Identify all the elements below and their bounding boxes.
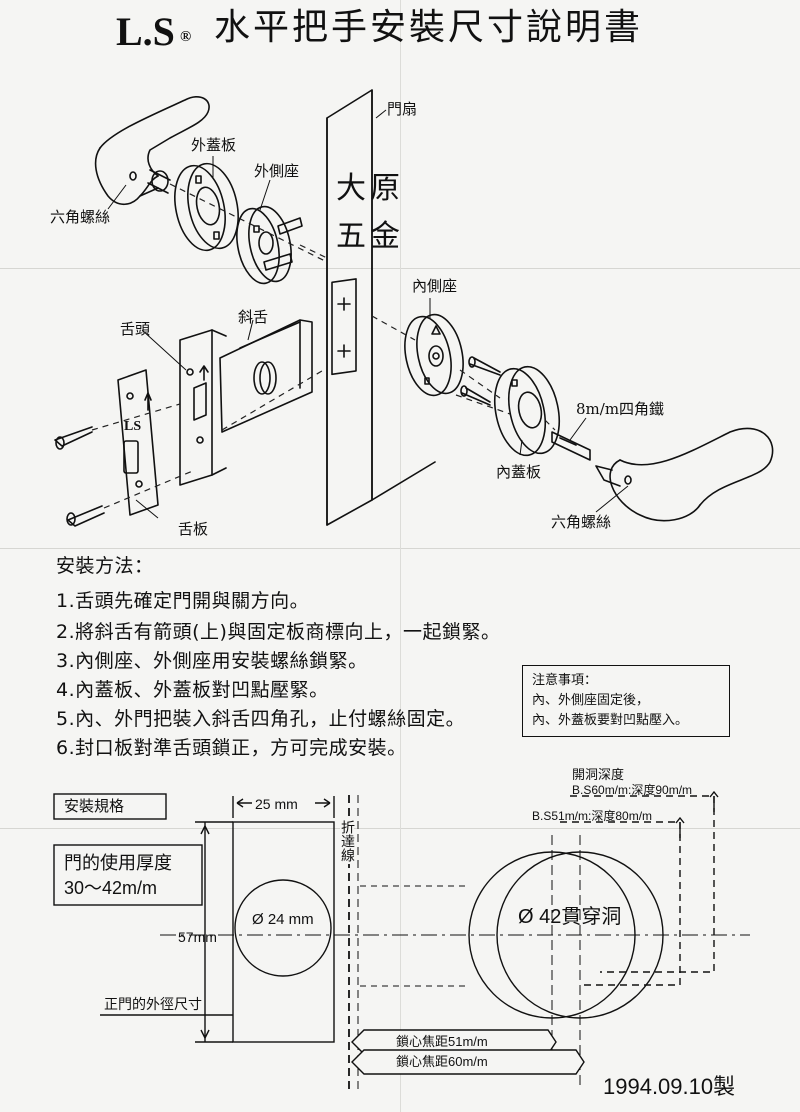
outer-lever-handle-drawing (94, 96, 210, 206)
instruction-step: 3.內側座、外側座用安裝螺絲鎖緊。 (56, 650, 368, 672)
outer-diameter-label: 正門的外徑尺寸 (104, 997, 202, 1013)
instruction-step: 4.內蓋板、外蓋板對凹點壓緊。 (56, 679, 329, 701)
outer-cover-plate-drawing (174, 162, 239, 252)
latch-body-drawing (179, 319, 313, 486)
instructions-heading: 安裝方法： (56, 555, 154, 577)
strike-plate-mark: LS (124, 419, 142, 434)
label-inner-cover-plate: 內蓋板 (496, 463, 542, 481)
inner-cover-plate-drawing (494, 365, 560, 457)
dimension-width: 25 mm (255, 796, 298, 812)
registered-mark: ® (180, 29, 192, 45)
shop-stamp-char: 原 (370, 171, 400, 206)
label-latch-tongue: 舌頭 (120, 320, 151, 338)
dimension-height: 57mm (178, 929, 217, 945)
label-outer-rose: 外側座 (254, 162, 300, 180)
hole-small-diameter: Ø 24 mm (252, 911, 314, 928)
outer-rose-drawing (236, 205, 303, 285)
bs51-depth: B.S51m/m:深度80m/m (532, 809, 653, 823)
instruction-step: 2.將斜舌有箭頭(上)與固定板商標向上，一起鎖緊。 (56, 621, 501, 643)
strike-plate-drawing (117, 369, 159, 516)
door-thickness-value: 30～42m/m (64, 878, 158, 898)
notice-line: 內、外側座固定後， (532, 693, 650, 708)
print-date: 1994.09.10製 (603, 1074, 736, 1099)
label-square-spindle: 8m/m四角鐵 (576, 400, 665, 418)
notice-box: 注意事項： 內、外側座固定後， 內、外蓋板要對凹點壓入。 (522, 665, 730, 737)
backset-51: 鎖心焦距51m/m (396, 1034, 488, 1049)
shop-stamp-char: 五 (336, 219, 366, 254)
label-inner-rose: 內側座 (412, 277, 458, 295)
notice-line: 內、外蓋板要對凹點壓入。 (532, 713, 689, 728)
label-strike-plate: 舌板 (178, 520, 209, 538)
brand-logo: L.S (116, 9, 175, 54)
shop-stamp-char: 大 (336, 171, 366, 206)
specs-heading: 安裝規格 (64, 797, 125, 815)
notice-title: 注意事項： (532, 673, 598, 688)
door-thickness-label: 門的使用厚度 (64, 853, 172, 874)
page-title: 水平把手安裝尺寸說明書 (214, 7, 644, 48)
fold-line-label: 折達線 (339, 818, 355, 864)
shop-stamp-char: 金 (370, 219, 400, 254)
backset-60: 鎖心焦距60m/m (396, 1054, 488, 1069)
hole-large-diameter: Ø 42貫穿洞 (518, 906, 622, 928)
square-spindle-drawing (551, 431, 591, 461)
instruction-step: 6.封口板對準舌頭鎖正，方可完成安裝。 (56, 737, 407, 759)
hole-depth-title: 開洞深度 (572, 767, 625, 782)
instruction-step: 1.舌頭先確定門開與關方向。 (56, 590, 310, 612)
instruction-step: 5.內、外門把裝入斜舌四角孔，止付螺絲固定。 (56, 708, 466, 730)
label-hex-screw-right: 六角螺絲 (551, 513, 612, 531)
label-latch-bevel: 斜舌 (238, 308, 269, 326)
label-outer-cover-plate: 外蓋板 (191, 136, 237, 154)
paper-fold-line (400, 0, 401, 1112)
door-leaf-drawing (326, 89, 436, 526)
inner-rose-drawing (404, 313, 464, 397)
screws-drawing (54, 356, 501, 527)
bs60-depth: B.S60m/m:深度90m/m (572, 783, 693, 797)
label-door-leaf: 門扇 (387, 100, 418, 118)
label-hex-screw-left: 六角螺絲 (50, 208, 111, 226)
inner-lever-handle-drawing (595, 427, 774, 522)
